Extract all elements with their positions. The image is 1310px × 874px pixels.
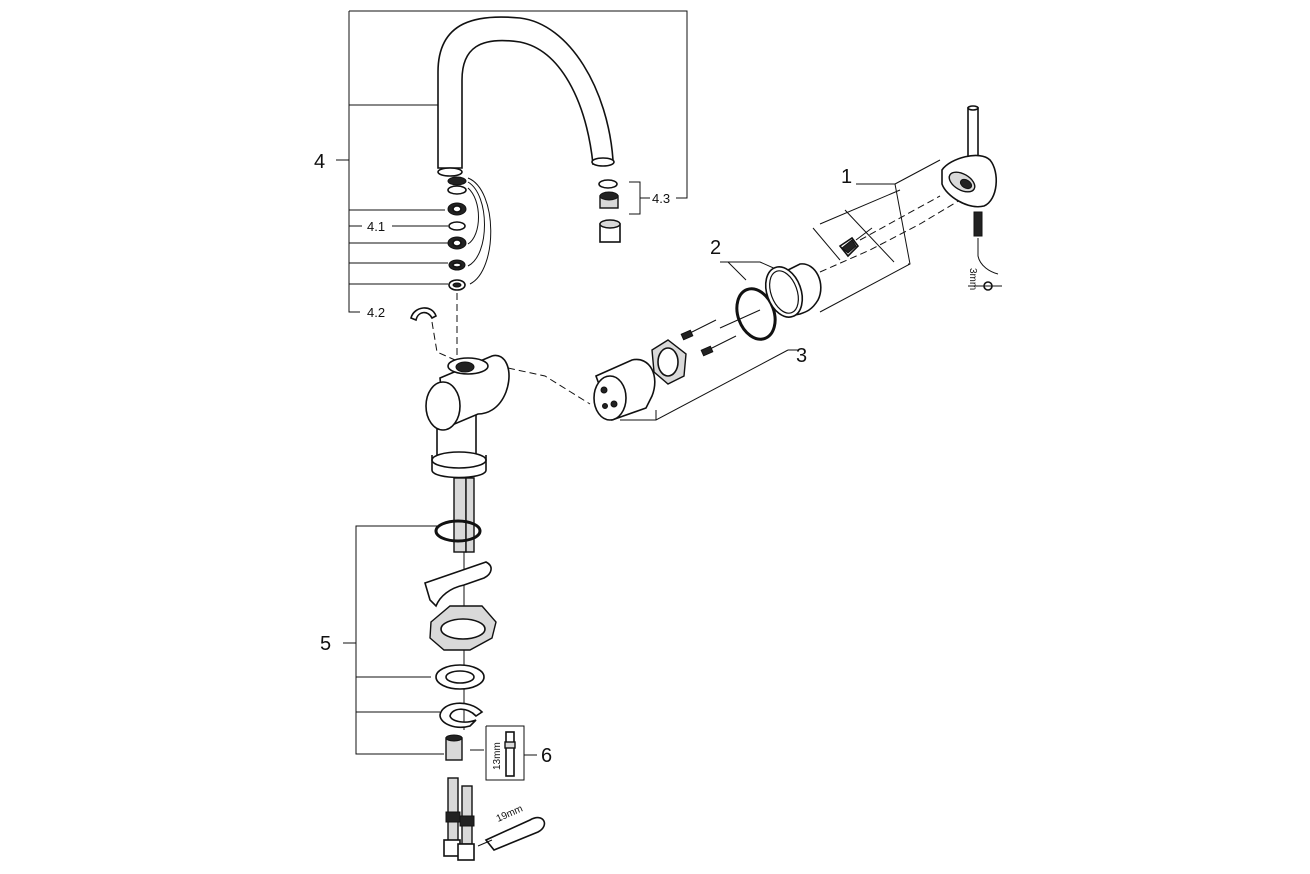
label-4-1: 4.1 (367, 219, 385, 234)
retaining-clip (410, 307, 437, 322)
faucet-body (425, 354, 591, 730)
dim-19mm: 19mm (495, 803, 525, 824)
horseshoe-washer (424, 561, 492, 608)
c-clip (439, 702, 484, 729)
label-3: 3 (796, 345, 807, 367)
o-ring-mount (434, 519, 482, 543)
label-1: 1 (841, 166, 852, 188)
cartridge-group: 3 (593, 309, 807, 422)
label-4-3: 4.3 (652, 191, 670, 206)
aerator-parts (598, 179, 650, 243)
spout-group: 4 4.1 4.2 4.3 (314, 10, 688, 361)
dim-3mm: 3mm (967, 268, 978, 290)
label-5: 5 (320, 633, 331, 655)
mounting-group: 5 (320, 519, 497, 761)
wrench-tool: 19mm (477, 803, 546, 851)
spout-tube (437, 16, 614, 169)
housing-group: 2 (710, 237, 822, 341)
label-2: 2 (710, 237, 721, 259)
label-4-2: 4.2 (367, 305, 385, 320)
socket-tool: 13mm 6 (470, 725, 552, 781)
spout-seals (447, 176, 492, 360)
label-4: 4 (314, 151, 325, 173)
supply-hoses (443, 777, 475, 861)
label-6: 6 (541, 745, 552, 767)
handle-group: 3mm 1 (812, 105, 1002, 313)
dim-13mm: 13mm (492, 742, 503, 770)
